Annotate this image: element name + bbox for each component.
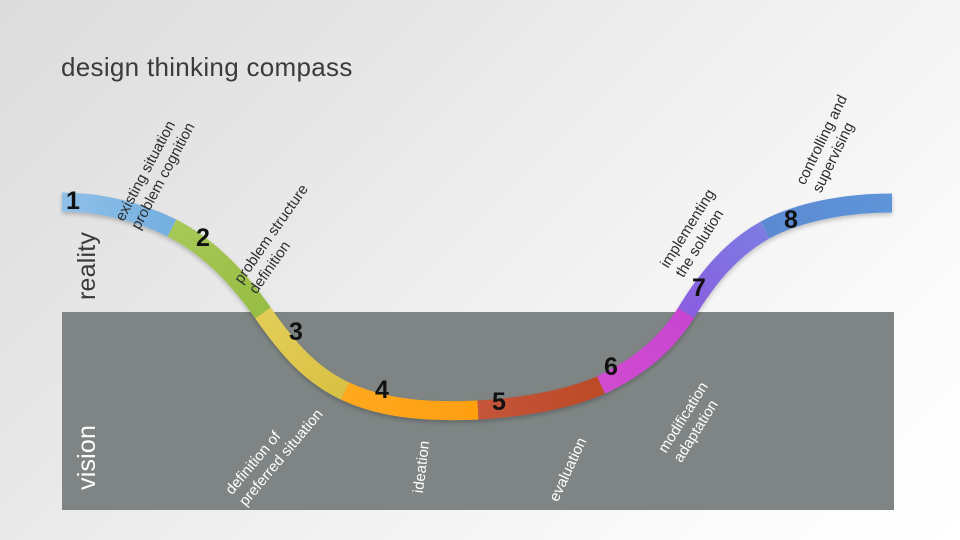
step-number-4: 4 [375, 376, 389, 404]
page-title: design thinking compass [61, 52, 353, 82]
segment-8 [760, 193, 893, 239]
step-number-2: 2 [196, 224, 210, 252]
segment-7 [677, 221, 770, 318]
segment-5 [477, 376, 605, 420]
segment-3 [255, 307, 350, 400]
axis-label-reality: reality [73, 231, 101, 300]
step-number-3: 3 [289, 318, 303, 346]
step-number-7: 7 [692, 274, 706, 302]
step-number-8: 8 [784, 206, 798, 234]
step-number-1: 1 [66, 187, 80, 215]
segment-4 [340, 382, 479, 421]
step-number-5: 5 [492, 388, 506, 416]
axis-label-vision: vision [73, 424, 101, 490]
segment-2 [167, 219, 271, 319]
step-number-6: 6 [604, 353, 618, 381]
segment-6 [596, 307, 694, 394]
segment-1 [61, 192, 177, 237]
